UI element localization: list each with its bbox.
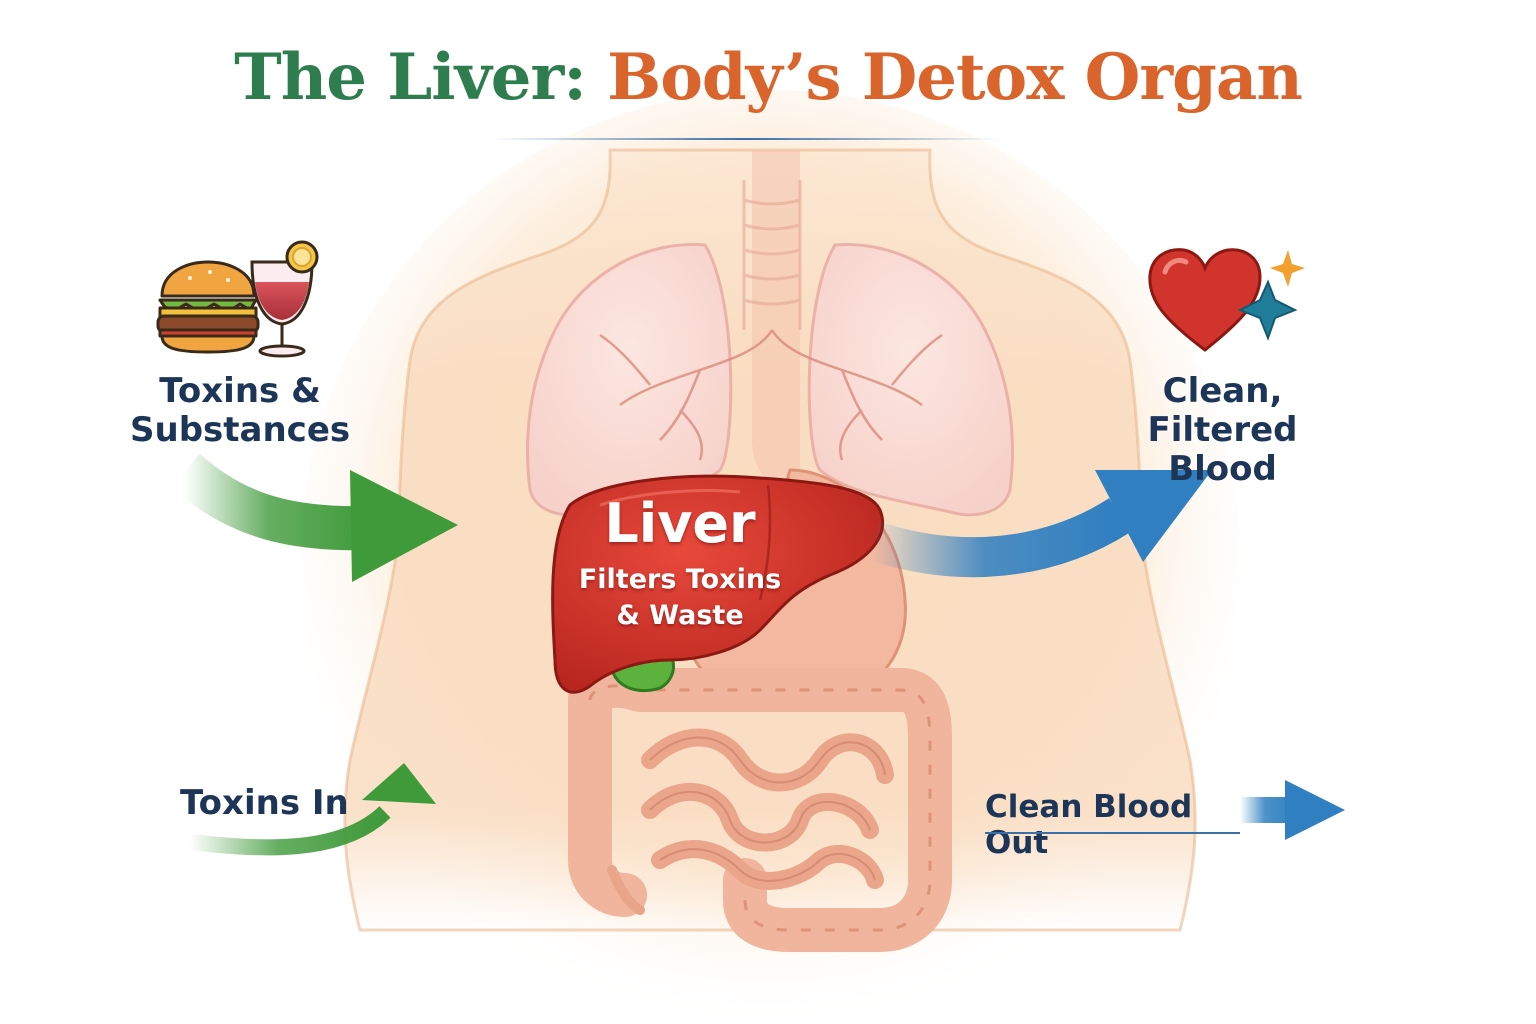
appendix [607, 865, 645, 915]
toxins-substances-label: Toxins & Substances [130, 371, 351, 451]
right-lung [807, 242, 1014, 517]
toxins-in-arrow-small [189, 763, 436, 856]
clean-filtered-blood-label: Clean, Filtered Blood [1090, 371, 1355, 490]
clean-blood-out-underline [985, 832, 1240, 834]
wine-glass-icon [250, 240, 319, 358]
toxins-substances-line-1: Toxins & [159, 371, 321, 411]
liver-subtitle-line-2: & Waste [616, 600, 744, 632]
page-title: The Liver: Body’s Detox Organ [0, 40, 1536, 115]
clean-blood-arrow-large [865, 470, 1212, 578]
liver-subtitle-line-1: Filters Toxins [578, 564, 782, 595]
toxins-in-arrow-large [170, 453, 458, 582]
liver-subtitle: Filters Toxins & Waste [560, 562, 800, 635]
title-part-1: The Liver: [234, 40, 587, 115]
clean-filtered-line-2: Blood [1168, 449, 1277, 490]
toxins-substances-line-2: Substances [130, 410, 351, 451]
liver-lobe-line [758, 484, 772, 601]
sparkle-icon [1237, 250, 1305, 341]
heart-icon [1148, 248, 1262, 352]
burger-icon [156, 260, 260, 354]
liver-highlight [599, 489, 741, 507]
title-underline [490, 138, 1000, 140]
liver-title: Liver [604, 492, 756, 555]
liver-organ[interactable] [551, 474, 885, 694]
trachea [742, 180, 802, 330]
clean-blood-out-label: Clean Blood Out [985, 789, 1193, 861]
title-part-2: Body’s Detox Organ [607, 40, 1303, 115]
clean-filtered-line-1: Clean, Filtered [1147, 371, 1298, 451]
esophagus [752, 150, 800, 492]
left-lung [526, 242, 733, 517]
clean-blood-arrow-small [1240, 780, 1345, 840]
toxins-in-label: Toxins In [180, 783, 349, 823]
bronchi [599, 329, 943, 461]
